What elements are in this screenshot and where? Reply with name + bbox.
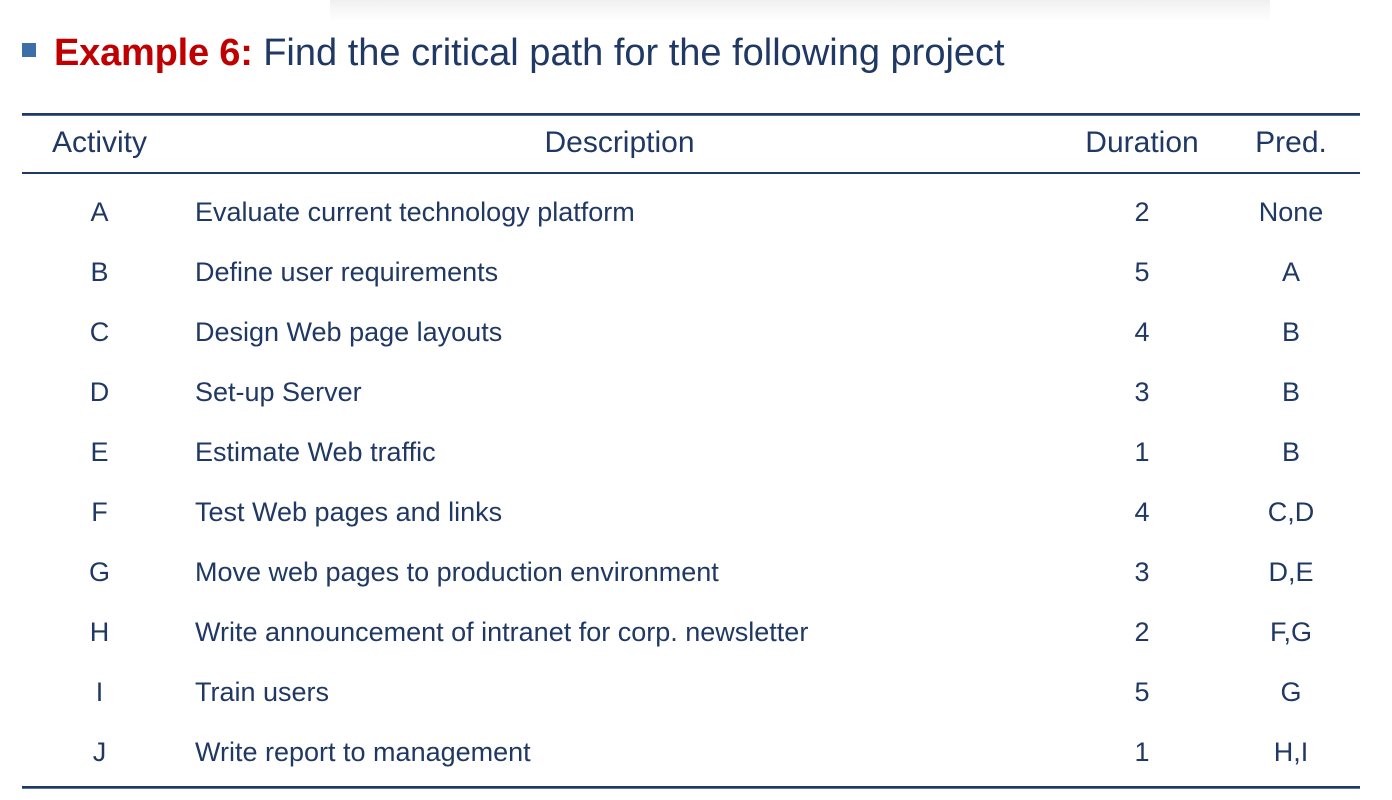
cell-duration: 4 [1134,316,1150,347]
cell-activity: I [95,676,104,707]
cell-pred: D,E [1268,556,1314,587]
cell-duration: 5 [1134,676,1150,707]
cell-activity: G [88,556,110,587]
table-row: I Train users 5 G [22,662,1360,722]
table-header-row: Activity Description Duration Pred. [22,116,1360,172]
table-header: Activity Description Duration Pred. [22,116,1360,172]
cell-description: Set-up Server [195,376,362,407]
cell-activity: F [91,496,108,527]
cell-duration: 2 [1134,196,1150,227]
cell-duration: 3 [1134,556,1150,587]
cell-description: Write announcement of intranet for corp.… [195,616,809,647]
cell-activity: D [89,376,110,407]
title-rest: Find the critical path for the following… [252,32,1005,74]
table-bottom-rule [22,786,1360,789]
cell-activity: J [92,736,107,767]
activity-table: Activity Description Duration Pred. A Ev… [22,113,1360,789]
table-row: J Write report to management 1 H,I [22,722,1360,786]
page-title: Example 6: Find the critical path for th… [54,30,1005,76]
cell-activity: C [89,316,110,347]
cell-duration: 1 [1134,436,1150,467]
table-row: F Test Web pages and links 4 C,D [22,482,1360,542]
cell-duration: 1 [1134,736,1150,767]
cell-pred: B [1281,376,1300,407]
cell-duration: 3 [1134,376,1150,407]
cell-description: Define user requirements [195,256,499,287]
cell-description: Write report to management [195,736,531,767]
cell-pred: C,D [1267,496,1315,527]
column-header-pred: Pred. [1255,126,1327,159]
table-header-rule [22,172,1360,174]
column-header-duration: Duration [1085,126,1199,159]
cell-activity: B [90,256,109,287]
table-row: B Define user requirements 5 A [22,242,1360,302]
cell-pred: H,I [1273,736,1309,767]
table-row: A Evaluate current technology platform 2… [22,174,1360,242]
cell-pred: None [1258,196,1324,227]
column-header-description: Description [544,126,695,159]
table-row: C Design Web page layouts 4 B [22,302,1360,362]
activity-table-body: A Evaluate current technology platform 2… [22,174,1360,786]
cell-activity: A [90,196,109,227]
cell-description: Move web pages to production environment [195,556,719,587]
cell-duration: 4 [1134,496,1150,527]
square-bullet-icon [22,43,36,57]
cell-description: Test Web pages and links [195,496,503,527]
slide-title-row: Example 6: Find the critical path for th… [22,30,1370,76]
table-row: E Estimate Web traffic 1 B [22,422,1360,482]
table-row: D Set-up Server 3 B [22,362,1360,422]
title-emphasis: Example 6: [54,32,253,74]
cell-description: Train users [195,676,330,707]
cell-description: Evaluate current technology platform [195,196,635,227]
cell-activity: H [89,616,110,647]
table-row: G Move web pages to production environme… [22,542,1360,602]
table-row: H Write announcement of intranet for cor… [22,602,1360,662]
cell-activity: E [90,436,109,467]
cell-pred: G [1280,676,1302,707]
cell-pred: A [1281,256,1300,287]
table-top-rule [22,113,1360,116]
table-body: A Evaluate current technology platform 2… [22,174,1360,786]
cell-pred: F,G [1269,616,1312,647]
cell-pred: B [1281,436,1300,467]
column-header-activity: Activity [51,126,147,159]
cell-duration: 5 [1134,256,1150,287]
cell-description: Estimate Web traffic [195,436,436,467]
cell-pred: B [1281,316,1300,347]
cell-description: Design Web page layouts [195,316,503,347]
activity-table-grid: Activity Description Duration Pred. [22,116,1360,172]
top-gradient-artifact [330,0,1270,22]
cell-duration: 2 [1134,616,1150,647]
